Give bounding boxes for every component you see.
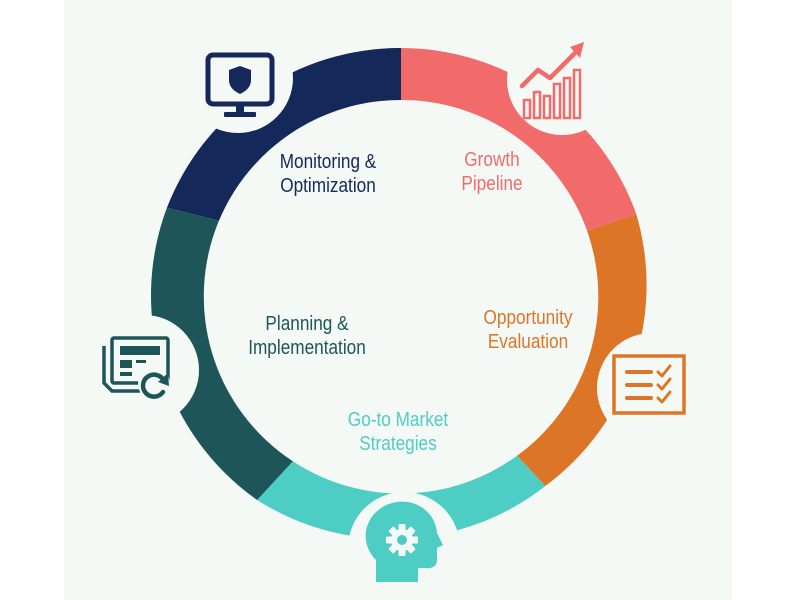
label-monitoring: Monitoring &Optimization — [279, 151, 377, 197]
document-refresh-icon — [102, 336, 170, 400]
segment-growth — [401, 48, 637, 231]
segment-opportunity — [517, 214, 647, 486]
growth-chart-icon — [519, 42, 584, 120]
head-gear-icon — [365, 501, 443, 582]
segment-monitoring — [166, 47, 401, 221]
monitor-shield-icon — [205, 52, 275, 117]
badge-planning — [89, 315, 199, 425]
checklist-icon — [612, 354, 686, 415]
segment-planning — [150, 207, 293, 501]
badge-opportunity — [597, 333, 707, 443]
label-planning: Planning &Implementation — [248, 313, 366, 359]
